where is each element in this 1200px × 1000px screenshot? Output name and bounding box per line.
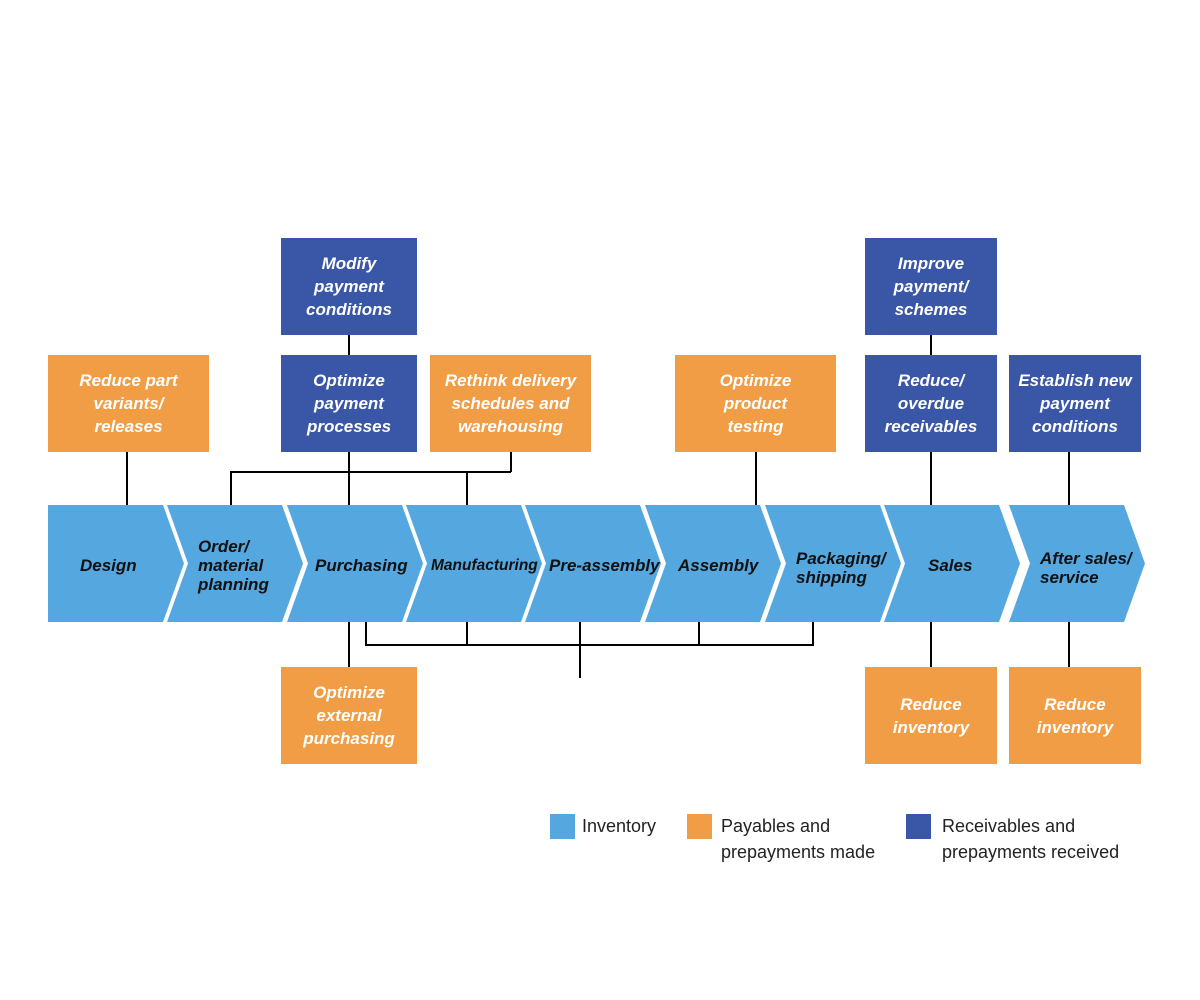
- measure-establish-payment-conditions: Establish new payment conditions: [1009, 355, 1141, 452]
- measure-optimize-external-purchasing: Optimize external purchasing: [281, 667, 417, 764]
- measure-reduce-inventory-sales: Reduce inventory: [865, 667, 997, 764]
- legend-swatch-inventory: [550, 814, 575, 839]
- stage-chevron-sales: [884, 505, 1020, 622]
- stage-label-assembly: Assembly: [678, 555, 759, 575]
- stage-chevron-manufacturing: [406, 505, 542, 622]
- stage-chevron-purchasing: [287, 505, 423, 622]
- stage-label-aftersales: After sales/ service: [1040, 549, 1132, 587]
- stage-label-order: Order/ material planning: [198, 536, 269, 594]
- legend-label-receivables: Receivables and prepayments received: [942, 816, 1120, 862]
- legend-label-payables: Payables and prepayments made: [721, 816, 876, 862]
- stage-label-sales: Sales: [928, 555, 973, 575]
- measure-optimize-payment-processes: Optimize payment processes: [281, 355, 417, 452]
- stage-chevron-packaging: [765, 505, 901, 622]
- measure-improve-payment-schemes: Improve payment/ schemes: [865, 238, 997, 335]
- stage-label-preassembly: Pre-assembly: [549, 555, 660, 575]
- measure-reduce-overdue-receivables: Reduce/ overdue receivables: [865, 355, 997, 452]
- stage-chevron-design: [48, 505, 184, 622]
- legend-label-inventory: Inventory: [582, 816, 657, 836]
- measure-rethink-delivery: Rethink delivery schedules and warehousi…: [430, 355, 591, 452]
- legend-swatch-payables: [687, 814, 712, 839]
- measure-reduce-inventory-aftersales: Reduce inventory: [1009, 667, 1141, 764]
- stage-chevron-assembly: [645, 505, 781, 622]
- stage-chevron-aftersales: [1009, 505, 1145, 622]
- measure-modify-payment-conditions: Modify payment conditions: [281, 238, 417, 335]
- stage-label-manufacturing: Manufacturing: [431, 556, 538, 574]
- measure-reduce-part-variants: Reduce part variants/ releases: [48, 355, 209, 452]
- stage-label-packaging: Packaging/ shipping: [796, 549, 886, 587]
- stage-chevron-order: [167, 505, 303, 622]
- measure-optimize-product-testing: Optimize product testing: [675, 355, 836, 452]
- stage-label-purchasing: Purchasing: [315, 555, 408, 575]
- stage-chevron-preassembly: [525, 505, 661, 622]
- legend-swatch-receivables: [906, 814, 931, 839]
- connector-lines: [126, 335, 1070, 678]
- stage-label-design: Design: [80, 555, 137, 575]
